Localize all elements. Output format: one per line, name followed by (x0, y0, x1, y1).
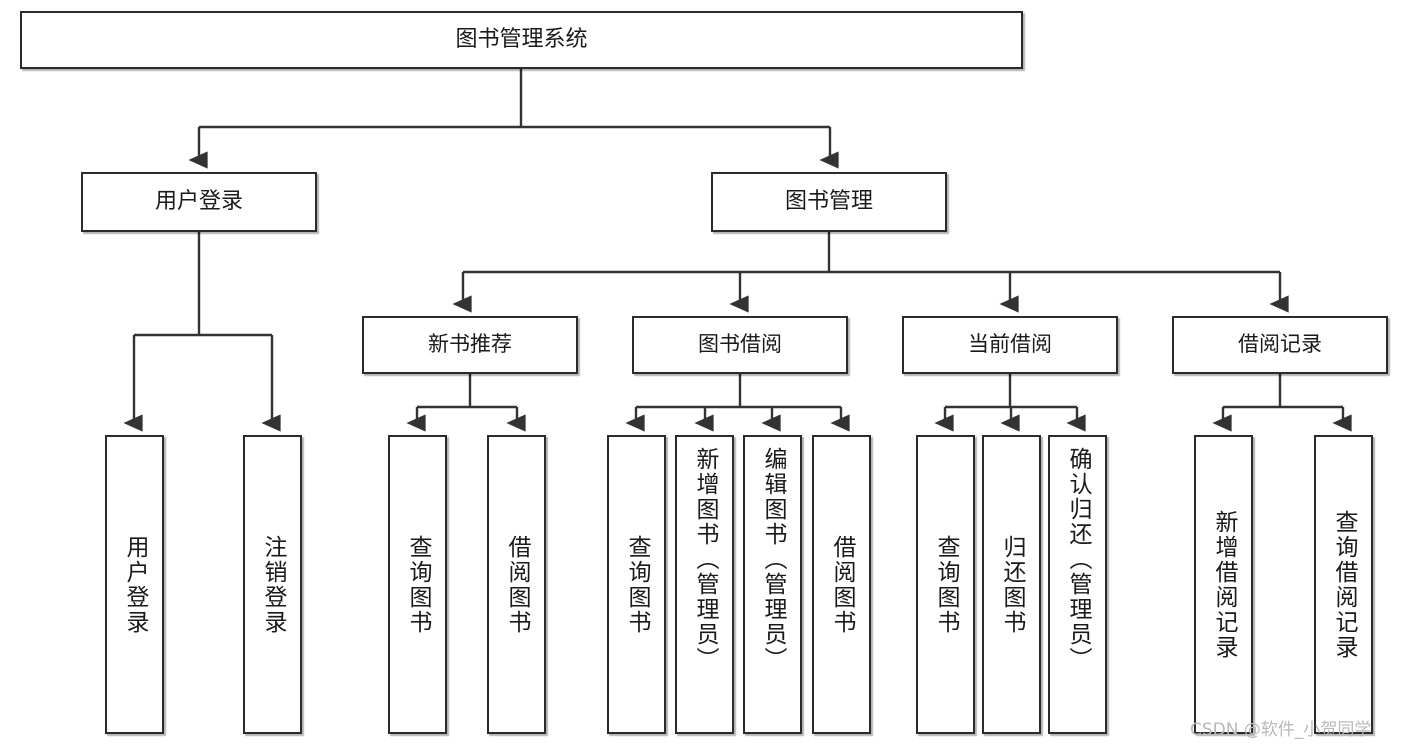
connector-records-to-leaves (1212, 374, 1352, 432)
node-leaf-logout[interactable]: 注销登录 (243, 435, 302, 734)
node-borrow-records-label: 借阅记录 (1238, 332, 1322, 357)
node-leaf-query-borrow-record[interactable]: 查询借阅记录 (1314, 435, 1373, 734)
node-leaf-borrow-book[interactable]: 借阅图书 (812, 435, 871, 734)
node-leaf-query-book-recommend[interactable]: 查询图书 (388, 435, 447, 734)
node-new-book-recommend[interactable]: 新书推荐 (362, 316, 578, 374)
node-leaf-user-login-label: 用户登录 (122, 534, 148, 635)
node-book-borrow-label: 图书借阅 (698, 332, 782, 357)
node-leaf-query-book-current[interactable]: 查询图书 (916, 435, 975, 734)
node-leaf-return-book-label: 归还图书 (999, 534, 1025, 635)
node-book-borrow[interactable]: 图书借阅 (632, 316, 848, 374)
connector-borrow-to-leaves (625, 374, 850, 432)
node-leaf-confirm-return-admin-label: 确认归还（管理员） (1065, 447, 1091, 672)
node-leaf-logout-label: 注销登录 (260, 534, 286, 635)
connector-root-to-level1 (188, 69, 839, 169)
node-root-label: 图书管理系统 (455, 26, 588, 52)
node-user-login[interactable]: 用户登录 (81, 172, 317, 232)
node-current-borrow-label: 当前借阅 (968, 332, 1052, 357)
node-leaf-query-borrow-record-label: 查询借阅记录 (1331, 509, 1357, 660)
watermark-text: CSDN @软件_小贺同学 (1190, 720, 1372, 740)
connector-new-book-to-leaves (406, 374, 526, 432)
node-new-book-recommend-label: 新书推荐 (428, 332, 512, 357)
node-leaf-borrow-book-label: 借阅图书 (829, 534, 855, 635)
node-leaf-add-borrow-record-label: 新增借阅记录 (1211, 509, 1237, 660)
node-leaf-borrow-book-recommend-label: 借阅图书 (504, 534, 530, 635)
node-book-management[interactable]: 图书管理 (711, 172, 947, 232)
node-leaf-confirm-return-admin[interactable]: 确认归还（管理员） (1048, 435, 1107, 734)
node-leaf-user-login[interactable]: 用户登录 (105, 435, 164, 734)
node-leaf-return-book[interactable]: 归还图书 (982, 435, 1041, 734)
connector-user-login-to-leaves (123, 232, 281, 432)
connector-current-borrow-to-leaves (934, 374, 1086, 432)
node-leaf-edit-book-admin-label: 编辑图书（管理员） (760, 447, 786, 672)
node-leaf-borrow-book-recommend[interactable]: 借阅图书 (487, 435, 546, 734)
node-borrow-records[interactable]: 借阅记录 (1172, 316, 1388, 374)
node-leaf-query-book-borrow-label: 查询图书 (624, 534, 650, 635)
node-leaf-add-book-admin[interactable]: 新增图书（管理员） (675, 435, 734, 734)
node-leaf-query-book-borrow[interactable]: 查询图书 (607, 435, 666, 734)
node-current-borrow[interactable]: 当前借阅 (902, 316, 1118, 374)
node-leaf-add-borrow-record[interactable]: 新增借阅记录 (1194, 435, 1253, 734)
node-book-management-label: 图书管理 (784, 188, 873, 214)
node-leaf-add-book-admin-label: 新增图书（管理员） (692, 447, 718, 672)
node-leaf-edit-book-admin[interactable]: 编辑图书（管理员） (743, 435, 802, 734)
node-leaf-query-book-current-label: 查询图书 (933, 534, 959, 635)
node-root-system[interactable]: 图书管理系统 (20, 11, 1023, 69)
node-user-login-label: 用户登录 (154, 188, 243, 214)
connector-book-mgmt-to-level2 (452, 232, 1289, 313)
node-leaf-query-book-recommend-label: 查询图书 (405, 534, 431, 635)
